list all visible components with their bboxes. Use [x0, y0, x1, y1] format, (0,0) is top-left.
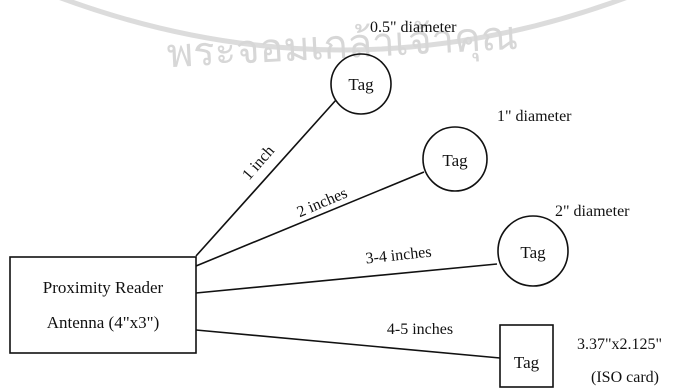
- reader-label-line2: Antenna (4"x3"): [47, 313, 160, 332]
- tag-2: Tag 1" diameter 2 inches: [295, 108, 573, 221]
- tag-3: Tag 2" diameter 3-4 inches: [365, 203, 630, 287]
- line-to-tag-3: [195, 263, 498, 294]
- tag-4-label: Tag: [514, 353, 540, 372]
- tag-2-size: 1" diameter: [497, 108, 572, 125]
- tag-2-label: Tag: [442, 151, 468, 170]
- line-to-tag-2: [195, 171, 425, 267]
- tag-4-distance: 4-5 inches: [387, 321, 453, 338]
- tag-3-label: Tag: [520, 243, 546, 262]
- tag-3-size: 2" diameter: [555, 203, 630, 220]
- line-to-tag-1: [195, 99, 337, 257]
- tag-2-circle: [422, 126, 488, 192]
- tag-4-size-line1: 3.37"x2.125": [577, 336, 662, 353]
- reader-label-line1: Proximity Reader: [43, 278, 164, 297]
- watermark-arc: [59, 0, 627, 53]
- tag-1-size: 0.5" diameter: [370, 19, 457, 36]
- tag-4-card: [499, 324, 554, 388]
- tag-2-distance: 2 inches: [295, 185, 350, 221]
- tag-1-distance: 1 inch: [239, 143, 278, 184]
- proximity-reader-antenna: Proximity Reader Antenna (4"x3"): [9, 256, 197, 354]
- tag-4: Tag 3.37"x2.125" (ISO card) 4-5 inches: [387, 321, 662, 388]
- tag-4-size-line2: (ISO card): [591, 369, 659, 386]
- watermark: พระจอมเกล้าเจ้าคุณ: [59, 0, 627, 78]
- reader-box: [9, 256, 197, 354]
- tag-3-circle: [497, 215, 569, 287]
- tag-1-label: Tag: [348, 75, 374, 94]
- line-to-tag-4: [195, 329, 501, 359]
- tag-1-circle: [330, 53, 392, 115]
- tag-3-distance: 3-4 inches: [365, 244, 433, 268]
- watermark-text: พระจอมเกล้าเจ้าคุณ: [166, 14, 519, 78]
